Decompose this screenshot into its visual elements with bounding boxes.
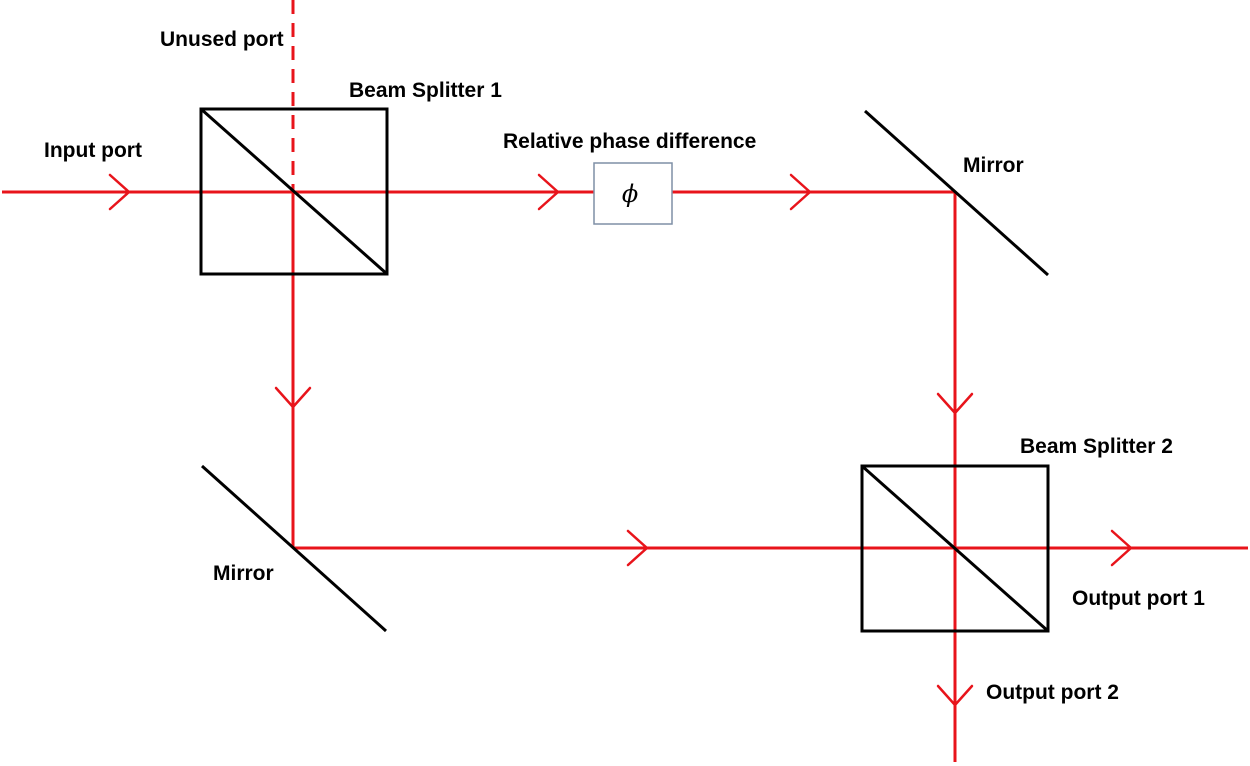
beam-splitter-1-label: Beam Splitter 1 <box>349 79 502 102</box>
output-port-2-label: Output port 2 <box>986 681 1119 704</box>
relative-phase-label: Relative phase difference <box>503 130 756 153</box>
beam-splitter-2-label: Beam Splitter 2 <box>1020 435 1173 458</box>
beam-arrows <box>108 173 1133 707</box>
phase-symbol: ϕ <box>622 180 638 208</box>
output-port-1-label: Output port 1 <box>1072 587 1205 610</box>
arrow-down-right <box>936 392 974 415</box>
unused-port-label: Unused port <box>160 28 284 51</box>
phase-shifter: ϕ <box>593 162 673 225</box>
beam-splitter-2-diagonal <box>861 464 1049 633</box>
beam-splitter-2-cube <box>860 464 1050 633</box>
mirror-top-right-label: Mirror <box>963 154 1024 177</box>
beam-splitter-1-diagonal <box>200 107 388 276</box>
arrow-lower-arm <box>626 529 649 567</box>
arrow-down-left <box>274 386 312 409</box>
arrow-after-phase <box>789 173 812 211</box>
mirror-top-right <box>863 109 1050 277</box>
input-port-label: Input port <box>44 139 142 162</box>
arrow-input <box>108 173 131 211</box>
phase-shifter-box <box>593 162 673 225</box>
mirror-bottom-left-label: Mirror <box>213 562 274 585</box>
arrow-output-1 <box>1110 529 1133 567</box>
text-labels: Unused port Beam Splitter 1 Input port R… <box>44 28 1205 704</box>
arrow-output-2 <box>936 684 974 707</box>
mirror-bottom-left <box>200 464 388 633</box>
beam-splitter-1-cube <box>199 107 389 276</box>
beam-splitter-1 <box>199 107 389 276</box>
beam-splitter-2 <box>860 464 1050 633</box>
arrow-to-phase <box>537 173 560 211</box>
